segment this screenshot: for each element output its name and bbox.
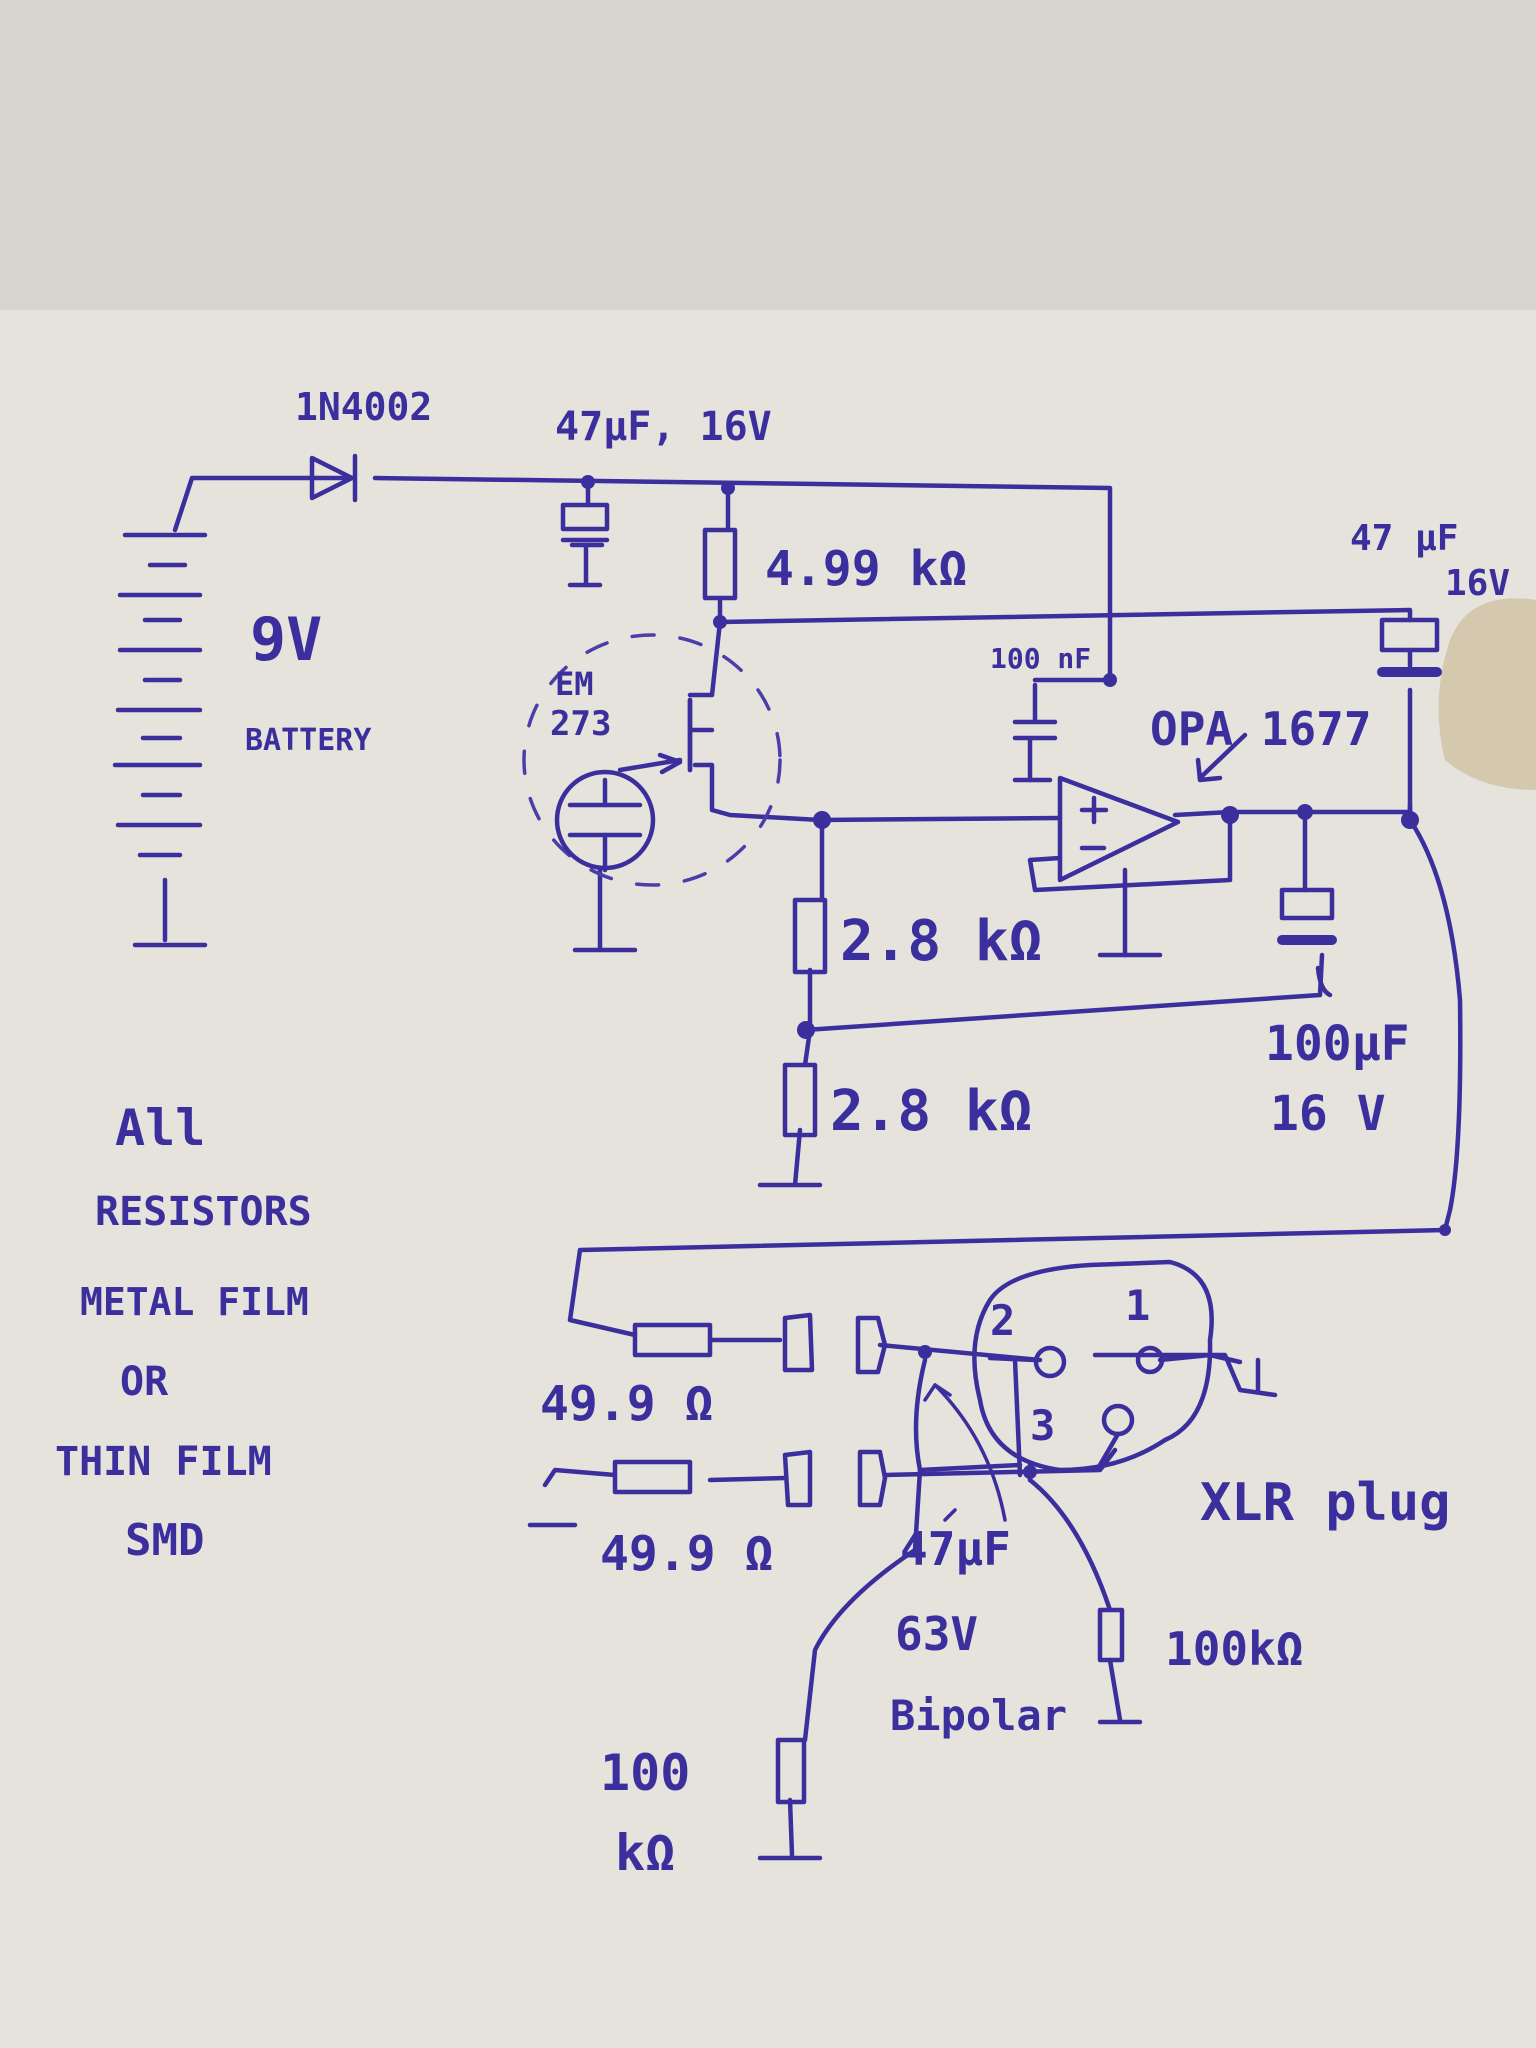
resistor-4k99 [702,527,738,601]
label-xlr-pin-1: 1 [1125,1281,1150,1330]
capacitor-100uf [1277,887,1337,998]
label-note-2: RESISTORS [95,1189,312,1235]
label-r-out1: 49.9 Ω [540,1376,713,1432]
label-xlr-pin-3: 3 [1030,1401,1055,1450]
label-cap-bip-2: 63V [895,1607,978,1661]
label-cap-dec-2: 16 V [1270,1086,1386,1142]
label-mic-2: 273 [550,704,611,744]
label-r-bias1: 100kΩ [1165,1622,1303,1676]
label-cap-in: 47μF, 16V [555,404,772,450]
coffee-stain [1438,598,1536,790]
battery-symbol [112,532,208,858]
mic-capsule [554,769,656,873]
mic-capsule-dashed-outline [522,633,782,887]
label-cap-dec-1: 100μF [1265,1016,1410,1072]
label-r-div1: 2.8 kΩ [840,909,1042,974]
bipolar-cap-arrows [923,1383,1007,1522]
label-note-1: All [115,1099,205,1157]
label-r-bias2-1: 100 [600,1744,690,1802]
label-cap-100n: 100 nF [990,642,1091,675]
capacitor-bipolar-upper [782,1312,888,1375]
label-note-3: METAL FILM [80,1280,309,1324]
resistor-100k-right [1097,1607,1125,1663]
resistor-49r9-upper [632,1322,713,1358]
capacitor-47uf-output [1377,617,1442,677]
label-note-4: OR [120,1359,169,1405]
label-cap-bip-1: 47μF [900,1522,1011,1576]
capacitor-47uf-input [560,479,610,588]
label-cap-bip-3: Bipolar [890,1691,1067,1740]
label-battery-voltage: 9V [250,605,322,675]
jfet-symbol [657,697,693,775]
label-note-6: SMD [125,1515,204,1566]
label-opamp: OPA 1677 [1150,702,1372,756]
label-diode: 1N4002 [295,385,432,429]
resistor-2k8-upper [792,897,828,975]
label-battery: BATTERY [245,723,371,758]
resistor-2k8-lower [782,1062,818,1138]
label-r-top: 4.99 kΩ [765,541,967,597]
label-r-bias2-2: kΩ [615,1824,675,1882]
junction-dots [581,475,1451,1479]
label-mic-1: EM [555,665,594,703]
capacitor-100nf [1012,719,1058,741]
label-xlr: XLR plug [1200,1473,1450,1533]
diode-1n4002 [309,453,358,503]
label-note-5: THIN FILM [55,1439,272,1485]
label-xlr-pin-2: 2 [990,1296,1015,1345]
label-r-out2: 49.9 Ω [600,1526,773,1582]
resistor-100k-left [775,1737,807,1805]
label-r-div2: 2.8 kΩ [830,1079,1032,1144]
xlr-plug [972,1259,1243,1473]
label-cap-out-2: 16V [1445,563,1510,604]
paper-sheet [0,310,1536,2048]
label-cap-out-1: 47 μF [1350,518,1458,559]
resistor-49r9-lower [612,1459,693,1495]
opamp-opa1677 [1057,732,1248,883]
capacitor-bipolar-lower [782,1449,888,1508]
